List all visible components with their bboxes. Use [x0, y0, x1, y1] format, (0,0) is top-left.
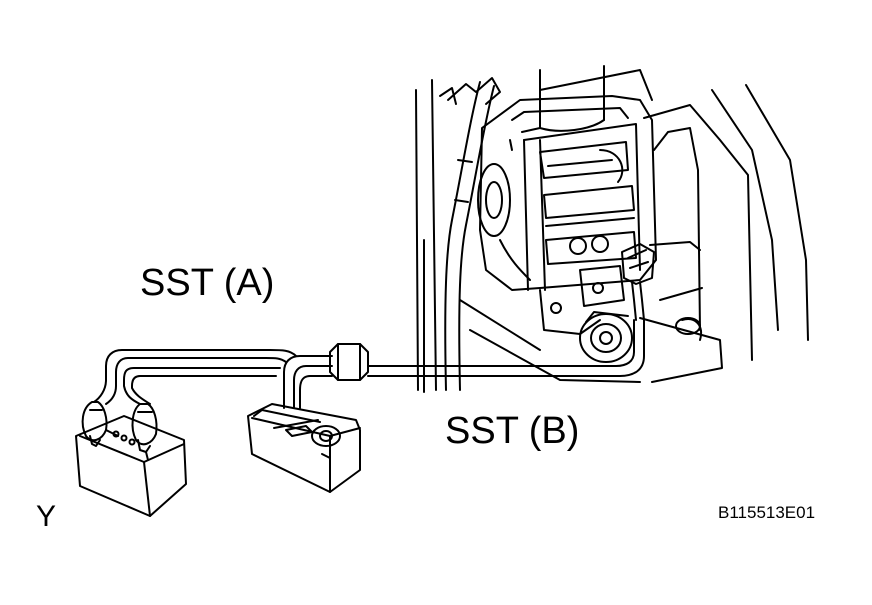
- battery-clip-left: [83, 402, 107, 446]
- corner-mark: Y: [36, 500, 57, 533]
- battery: [76, 416, 186, 516]
- figure-code: B115513E01: [718, 503, 816, 522]
- sst-a-label: SST (A): [140, 262, 275, 304]
- sst-b-box: [248, 404, 360, 492]
- mounting-bracket: [540, 266, 624, 334]
- actuator-unit: [478, 96, 656, 290]
- vehicle-body-lines: [416, 70, 808, 392]
- pulley: [580, 312, 701, 362]
- wiring-strap: [440, 78, 500, 390]
- battery-clip-right: [133, 404, 157, 460]
- sst-cable: [94, 320, 644, 408]
- connector-plug: [622, 244, 654, 320]
- cable-joint: [330, 344, 368, 380]
- sst-b-label: SST (B): [445, 410, 580, 452]
